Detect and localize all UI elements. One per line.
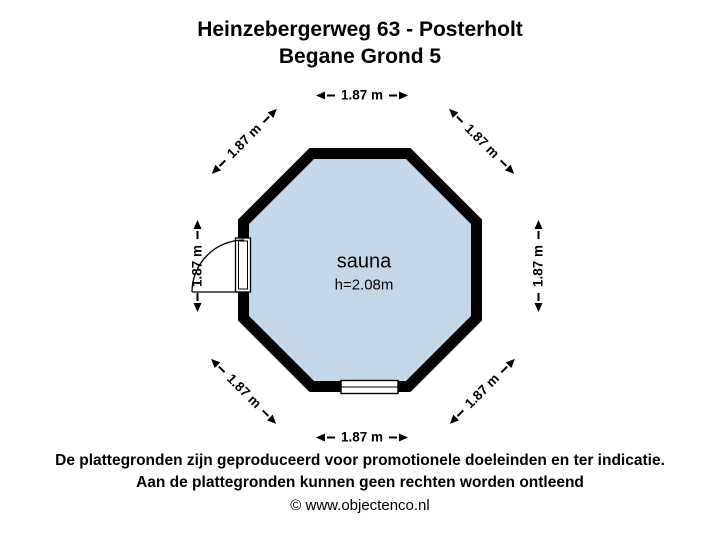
disclaimer-line-2: Aan de plattegronden kunnen geen rechten… [136, 474, 584, 491]
dimension-bottom: 1.87 m [315, 429, 409, 445]
dimension-line [500, 159, 508, 167]
dimension-value: 1.87 m [189, 244, 205, 288]
dimension-line [218, 159, 226, 167]
dimension-line [537, 230, 539, 239]
dimension-line [456, 409, 464, 417]
arrow-right-icon [399, 91, 409, 99]
door-swing-arc [191, 239, 245, 293]
dimension-line [262, 115, 270, 123]
arrow-left-icon [315, 433, 325, 441]
arrow-left-icon [315, 91, 325, 99]
room-height-label: h=2.08m [334, 276, 394, 294]
dimension-line [218, 365, 226, 373]
dimension-right: 1.87 m [530, 219, 546, 313]
copyright-line: © www.objectenco.nl [290, 497, 430, 514]
dimension-line [456, 115, 464, 123]
dimension-line [262, 409, 270, 417]
dimension-line [389, 436, 398, 438]
arrow-right-icon [399, 433, 409, 441]
arrow-left-icon [193, 303, 201, 313]
page-subtitle: Begane Grond 5 [278, 45, 442, 68]
page-title: Heinzebergerweg 63 - Posterholt [197, 18, 523, 41]
dimension-line [500, 365, 508, 373]
room-label: sauna [336, 250, 392, 273]
dimension-top: 1.87 m [315, 87, 409, 103]
door-frame [238, 240, 248, 290]
arrow-right-icon [534, 219, 542, 229]
dimension-line [537, 293, 539, 302]
dimension-line [389, 94, 398, 96]
dimension-line [196, 230, 198, 239]
sauna-floor [249, 159, 471, 381]
dimension-left: 1.87 m [189, 219, 205, 313]
dimension-value: 1.87 m [340, 429, 384, 445]
arrow-left-icon [534, 303, 542, 313]
dimension-value: 1.87 m [530, 244, 546, 288]
dimension-line [326, 436, 335, 438]
arrow-right-icon [193, 219, 201, 229]
dimension-line [196, 293, 198, 302]
dimension-value: 1.87 m [340, 87, 384, 103]
dimension-line [326, 94, 335, 96]
disclaimer-line-1: De plattegronden zijn geproduceerd voor … [55, 452, 665, 469]
